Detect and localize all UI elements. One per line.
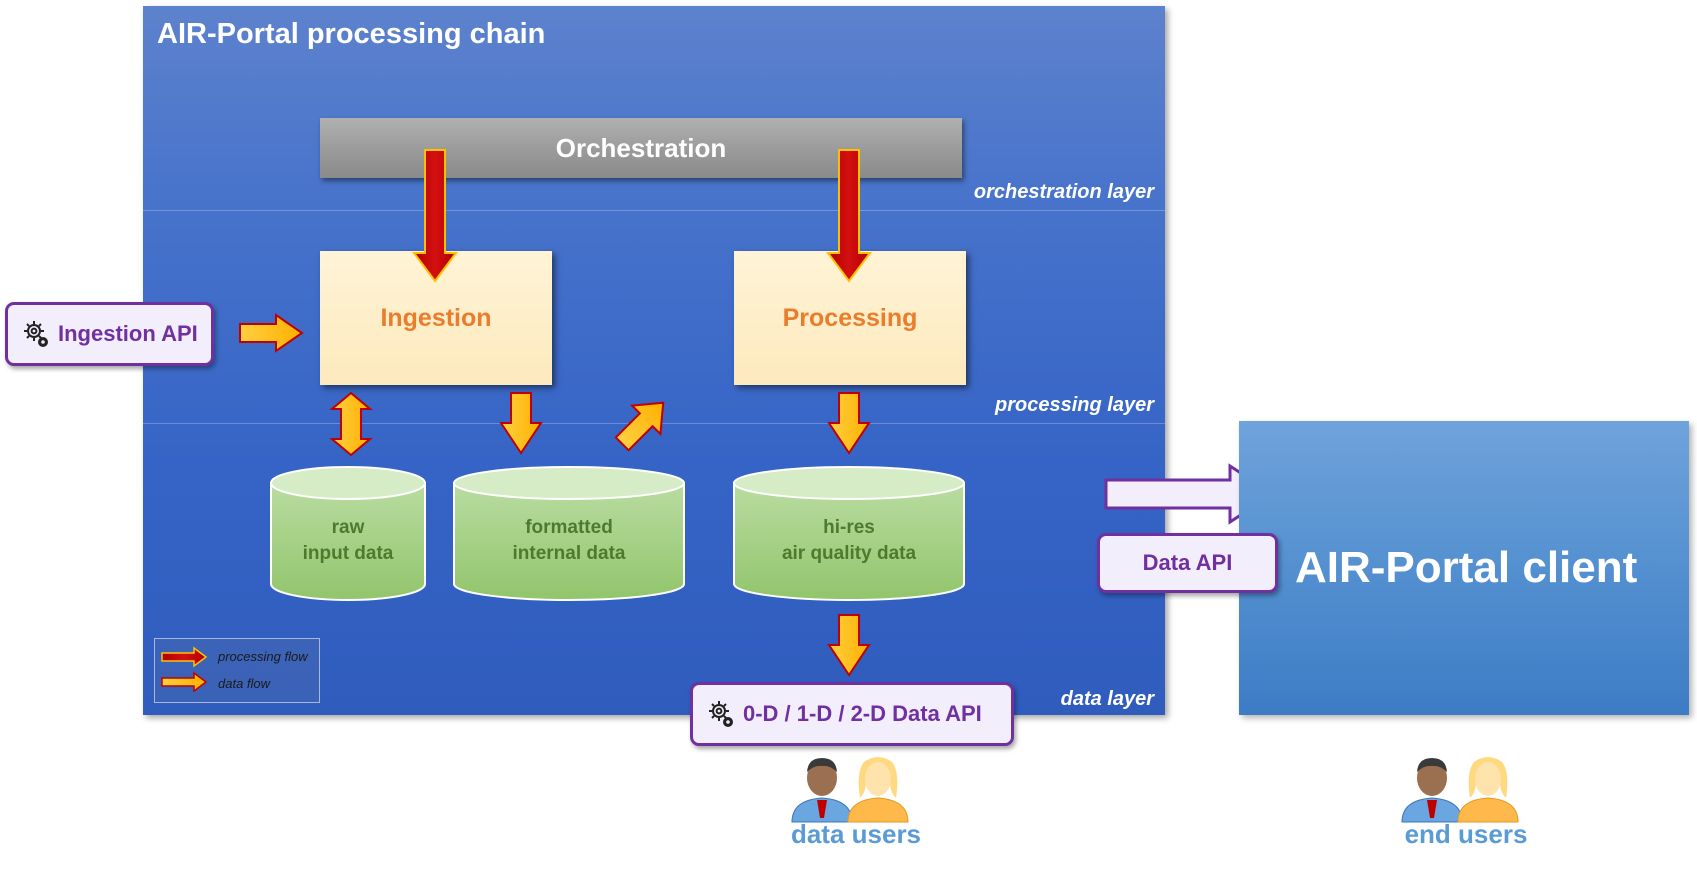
legend-processing-flow-arrow bbox=[161, 646, 208, 668]
end-users-label: end users bbox=[1404, 819, 1528, 849]
database-formatted bbox=[453, 466, 685, 601]
processing-flow-arrow bbox=[826, 149, 872, 283]
data-api[interactable]: Data API bbox=[1097, 533, 1278, 593]
data-flow-arrow bbox=[499, 392, 543, 455]
end-users-icon bbox=[1401, 757, 1519, 823]
client-box bbox=[1239, 421, 1689, 715]
data-flow-arrow bbox=[614, 401, 665, 452]
processing-layer-label: processing layer bbox=[995, 394, 1154, 416]
legend-data-flow-arrow bbox=[161, 671, 208, 693]
ingestion-label: Ingestion bbox=[380, 303, 492, 332]
female-user-icon bbox=[847, 757, 909, 823]
client-label: AIR-Portal client bbox=[1295, 543, 1638, 592]
database-hires-label: hi-res air quality data bbox=[781, 517, 917, 564]
male-user-icon bbox=[1401, 758, 1463, 823]
database-hires-text: hi-res air quality data bbox=[734, 515, 964, 567]
diagram-title: AIR-Portal processing chain bbox=[157, 18, 546, 50]
database-raw bbox=[270, 466, 426, 601]
gear-icon bbox=[709, 701, 733, 727]
data-users-icon bbox=[791, 757, 909, 823]
database-formatted-label: formatted internal data bbox=[512, 517, 626, 564]
database-formatted-text: formatted internal data bbox=[454, 515, 684, 567]
data-flow-arrow bbox=[827, 614, 871, 677]
data-flow-arrow bbox=[827, 392, 871, 455]
orchestration-layer-label: orchestration layer bbox=[973, 181, 1154, 203]
legend-data-flow-label: data flow bbox=[218, 676, 271, 691]
database-raw-text: raw input data bbox=[271, 515, 425, 567]
ingestion-api-label: Ingestion API bbox=[58, 321, 198, 346]
dim-data-api-label: 0-D / 1-D / 2-D Data API bbox=[743, 701, 982, 726]
male-user-icon bbox=[791, 758, 853, 823]
dim-data-api[interactable]: 0-D / 1-D / 2-D Data API bbox=[690, 682, 1014, 746]
female-user-icon bbox=[1457, 757, 1519, 823]
data-flow-arrow bbox=[329, 391, 373, 457]
gear-icon bbox=[24, 321, 48, 347]
database-raw-label: raw input data bbox=[302, 517, 394, 564]
data-layer-label: data layer bbox=[1060, 688, 1154, 710]
ingestion-api[interactable]: Ingestion API bbox=[5, 302, 214, 366]
legend bbox=[154, 638, 320, 703]
legend-processing-flow-label: processing flow bbox=[218, 649, 308, 664]
processing-flow-arrow bbox=[412, 149, 458, 283]
data-users-label: data users bbox=[790, 819, 922, 849]
database-hires bbox=[733, 466, 965, 601]
processing-label: Processing bbox=[782, 303, 918, 332]
legend-swatches bbox=[161, 646, 208, 693]
orchestration-label: Orchestration bbox=[555, 132, 727, 163]
data-flow-arrow bbox=[239, 313, 304, 353]
data-api-label: Data API bbox=[1142, 550, 1233, 575]
layer-separator bbox=[143, 210, 1165, 211]
